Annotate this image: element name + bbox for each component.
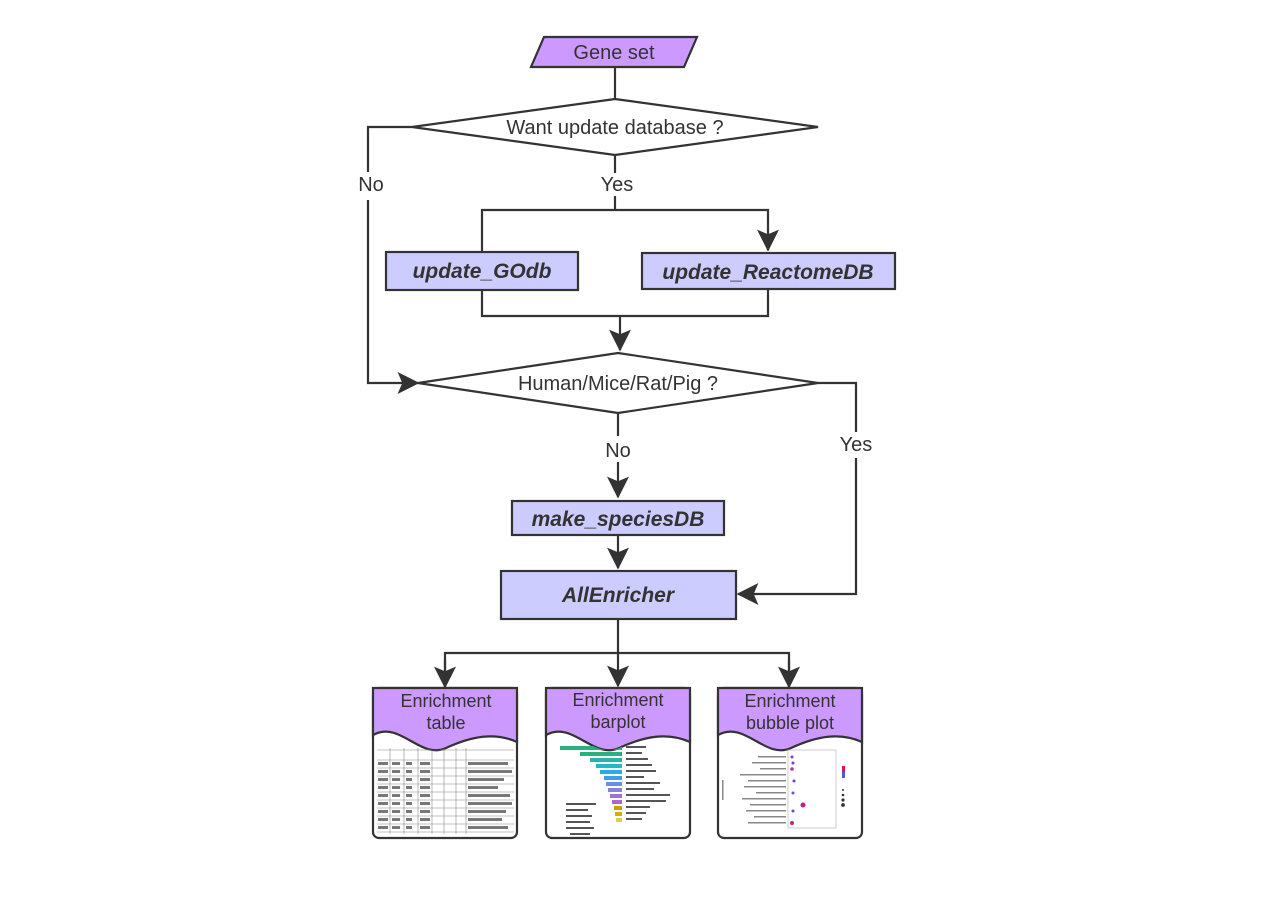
enrichment-table-node: Enrichment table bbox=[371, 686, 519, 840]
table-label-line2: table bbox=[426, 713, 465, 733]
barplot-label-line2: barplot bbox=[590, 712, 645, 732]
edge-update-no-bottom bbox=[366, 200, 420, 394]
species-no-label: No bbox=[605, 440, 631, 462]
bubble-label-line2: bubble plot bbox=[746, 713, 834, 733]
update-godb-node: update_GOdb bbox=[384, 250, 580, 292]
species-yes-label: Yes bbox=[840, 434, 873, 456]
bubble-label-line1: Enrichment bbox=[744, 691, 835, 711]
edge-species-yes-top bbox=[818, 381, 858, 432]
species-decision-label: Human/Mice/Rat/Pig ? bbox=[518, 373, 718, 395]
update-godb-label: update_GOdb bbox=[413, 260, 552, 283]
update-decision-label: Want update database ? bbox=[506, 117, 723, 139]
allenricher-label: AllEnricher bbox=[561, 584, 676, 607]
update-reactomedb-node: update_ReactomeDB bbox=[640, 251, 897, 291]
allenricher-node: AllEnricher bbox=[499, 569, 738, 621]
enrichment-bubble-plot-node: Enrichment bubble plot bbox=[716, 686, 864, 840]
barplot-label-line1: Enrichment bbox=[572, 690, 663, 710]
enrichment-table-thumbnail-icon bbox=[377, 748, 514, 834]
update-reactomedb-label: update_ReactomeDB bbox=[662, 261, 873, 284]
enrichment-bubble-plot-thumbnail-icon bbox=[722, 749, 845, 829]
table-label-line1: Enrichment bbox=[400, 691, 491, 711]
edge-update-no-top bbox=[366, 125, 412, 172]
make-speciesdb-label: make_speciesDB bbox=[532, 508, 705, 531]
update-database-decision: Want update database ? bbox=[411, 97, 819, 157]
gene-set-node: Gene set bbox=[529, 35, 699, 69]
gene-set-label: Gene set bbox=[573, 42, 655, 64]
species-decision: Human/Mice/Rat/Pig ? bbox=[417, 351, 819, 415]
edge-merge-updates bbox=[480, 290, 770, 318]
enrichment-barplot-thumbnail-icon bbox=[560, 746, 670, 835]
edge-split-to-updates bbox=[471, 208, 779, 271]
enrichment-barplot-node: Enrichment barplot bbox=[544, 686, 692, 840]
make-speciesdb-node: make_speciesDB bbox=[510, 499, 726, 537]
update-yes-label: Yes bbox=[601, 174, 634, 196]
update-no-label: No bbox=[358, 174, 384, 196]
edge-species-yes-bottom bbox=[736, 458, 858, 605]
